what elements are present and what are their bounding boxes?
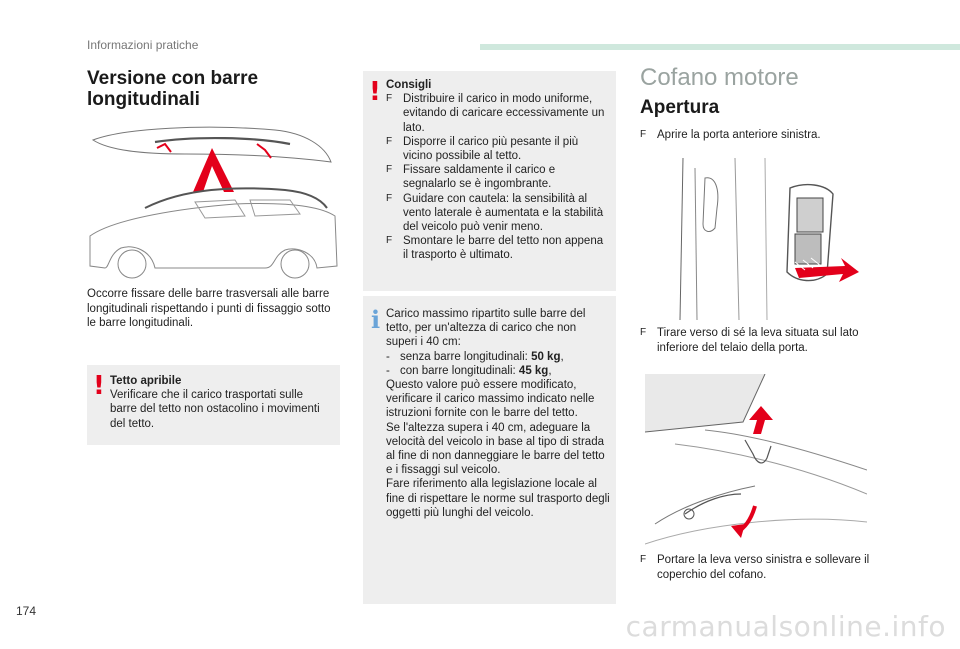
bullet-icon: F xyxy=(386,135,393,147)
list-item: - senza barre longitudinali: 50 kg, xyxy=(386,350,564,363)
info-icon: i xyxy=(371,305,381,334)
load-value: 50 kg xyxy=(531,350,561,363)
dash-marker: - xyxy=(386,350,390,363)
page-number: 174 xyxy=(16,604,37,618)
section-header: Informazioni pratiche xyxy=(87,38,199,52)
warning-icon: ! xyxy=(369,77,381,107)
info-box-max-load: i Carico massimo ripartito sulle barre d… xyxy=(363,296,616,604)
hood-release-lever-illustration xyxy=(679,158,859,320)
dash-marker: - xyxy=(386,364,390,377)
subsection-title-opening: Apertura xyxy=(640,97,720,118)
hood-latch-illustration xyxy=(645,374,867,545)
bullet-icon: F xyxy=(386,235,393,247)
advice-title: Consigli xyxy=(386,79,432,91)
section-title-hood: Cofano motore xyxy=(640,64,799,91)
bullet-icon: F xyxy=(386,192,393,204)
section-title-roof-bars: Versione con barre longitudinali xyxy=(87,68,259,110)
warning-icon: ! xyxy=(93,371,105,401)
bullet-icon: F xyxy=(386,93,393,105)
info-para: Questo valore può essere modificato, ver… xyxy=(386,379,595,420)
bullet-icon: F xyxy=(640,129,647,140)
info-para: Se l'altezza supera i 40 cm, adeguare la… xyxy=(386,421,605,477)
load-value: 45 kg xyxy=(518,364,549,377)
roof-bars-paragraph: Occorre fissare delle barre trasversali … xyxy=(87,288,331,329)
roof-bars-car-illustration xyxy=(89,126,338,279)
list-item: - con barre longitudinali: 45 kg, xyxy=(386,364,552,377)
info-intro: Carico massimo ripartito sulle barre del… xyxy=(386,308,586,349)
info-para: Fare riferimento alla legislazione local… xyxy=(386,478,610,519)
warning-text: Verificare che il carico trasportati sul… xyxy=(110,389,320,430)
section-accent-bar xyxy=(480,44,960,50)
bullet-icon: F xyxy=(386,164,393,176)
bullet-icon: F xyxy=(640,327,647,338)
warning-box-sunroof: ! Tetto apribile Verificare che il caric… xyxy=(87,365,340,445)
warning-title: Tetto apribile xyxy=(110,375,182,387)
bullet-icon: F xyxy=(640,554,647,565)
watermark-text: carmanualsonline.info xyxy=(625,610,946,643)
